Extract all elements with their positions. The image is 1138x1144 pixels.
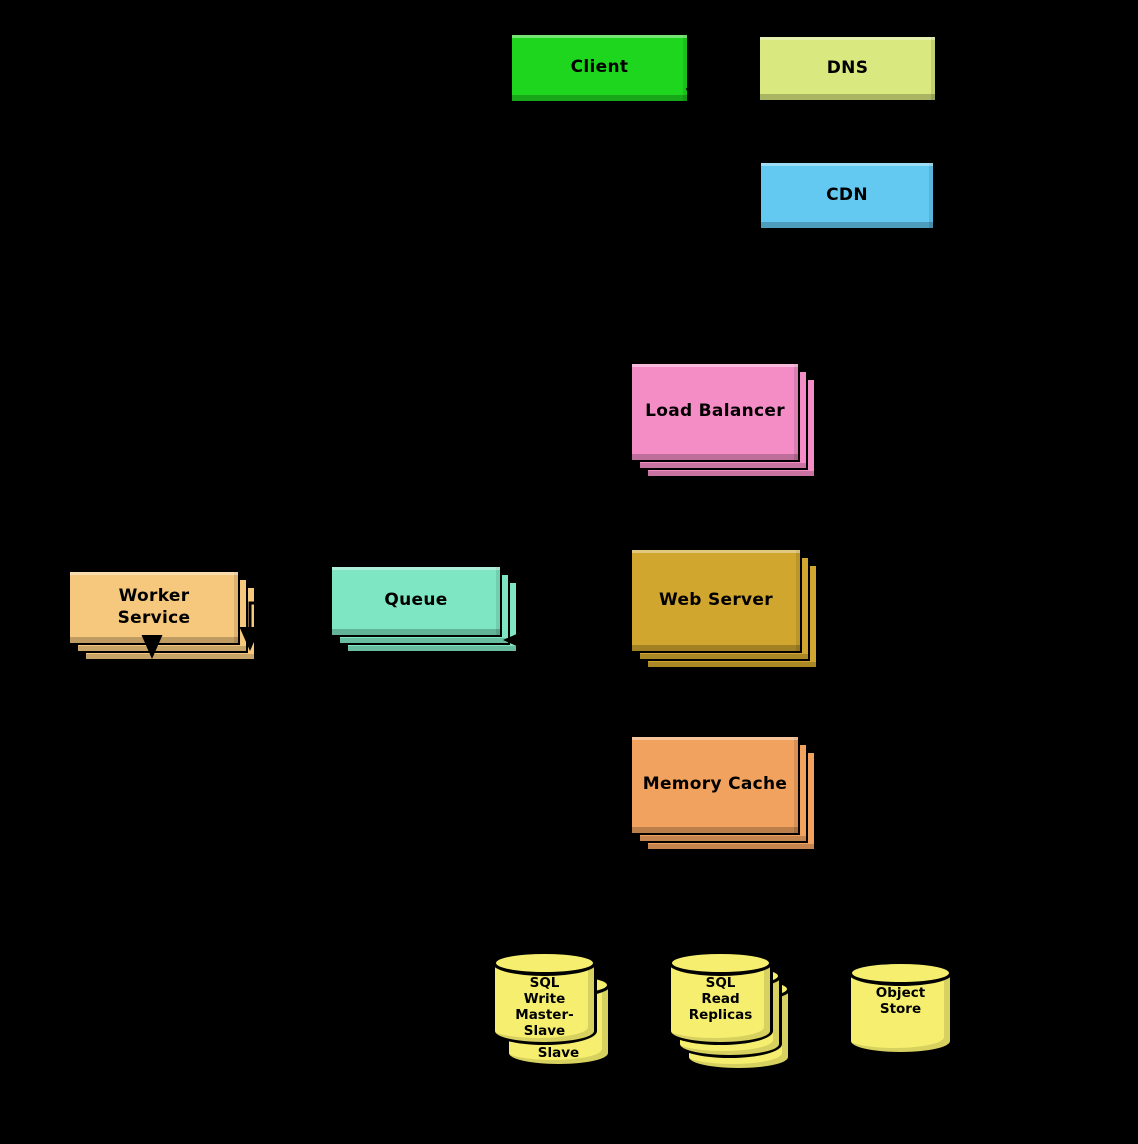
memory-cache-box: Memory Cache	[630, 735, 800, 835]
web-server-label: Web Server	[659, 589, 773, 610]
client-label: Client	[570, 57, 629, 78]
cdn-label: CDN	[826, 184, 868, 205]
edge-client-load-balancer	[597, 101, 725, 357]
cylinder-lid	[848, 960, 953, 986]
cdn-box: CDN	[761, 163, 933, 228]
load-balancer-label: Load Balancer	[645, 401, 785, 422]
edge-memory-cache-sql-write	[534, 853, 716, 945]
client-box: Client	[512, 35, 687, 101]
object-store-cylinder: Object Store	[848, 960, 953, 1055]
dns-label: DNS	[826, 57, 869, 78]
cylinder-lid	[492, 950, 597, 976]
load-balancer-box: Load Balancer	[630, 362, 800, 462]
web-server-box: Web Server	[630, 548, 802, 653]
object-store-label: Object Store	[875, 985, 926, 1017]
sql-read-front-cylinder: SQL Read Replicas	[668, 950, 773, 1045]
cylinder-lid	[668, 950, 773, 976]
edge-client-cdn	[685, 87, 755, 195]
dns-box: DNS	[760, 37, 935, 100]
edge-queue-worker-service	[239, 601, 330, 651]
sql-write-master-slave-label: SQL Write Master- Slave	[515, 975, 574, 1039]
sql-read-replicas-label: SQL Read Replicas	[688, 975, 753, 1023]
queue-label: Queue	[384, 590, 448, 611]
queue-box: Queue	[330, 565, 502, 637]
memory-cache-label: Memory Cache	[642, 774, 788, 795]
worker-service-box: Worker Service	[68, 570, 240, 645]
worker-service-label: Worker Service	[117, 586, 191, 628]
sql-write-front-cylinder: SQL Write Master- Slave	[492, 950, 597, 1045]
